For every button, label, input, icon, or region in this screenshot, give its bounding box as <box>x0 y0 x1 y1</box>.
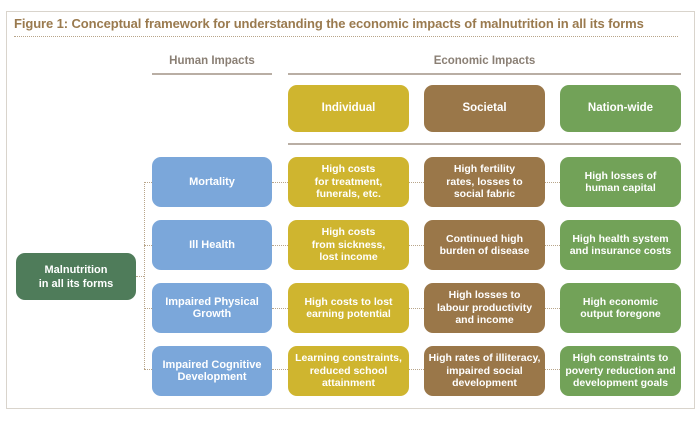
header-economic-rule <box>288 73 681 75</box>
row-connector <box>272 182 288 183</box>
column-societal: Societal <box>424 85 545 132</box>
title-divider <box>14 36 678 37</box>
human-impact-mortality: Mortality <box>152 157 272 207</box>
row-connector <box>409 182 424 183</box>
row-connector <box>545 245 560 246</box>
nation-wide-impact: High economic output foregone <box>560 283 681 333</box>
figure-frame <box>6 11 695 409</box>
branch-connector <box>144 182 152 183</box>
row-connector <box>272 308 288 309</box>
column-nation-wide: Nation-wide <box>560 85 681 132</box>
figure-title: Figure 1: Conceptual framework for under… <box>14 16 644 31</box>
societal-impact: High fertility rates, losses to social f… <box>424 157 545 207</box>
root-malnutrition: Malnutrition in all its forms <box>16 253 136 300</box>
societal-impact: High losses to labour productivity and i… <box>424 283 545 333</box>
row-connector <box>545 308 560 309</box>
branch-connector <box>144 308 152 309</box>
individual-impact: High costs for treatment, funerals, etc. <box>288 157 409 207</box>
header-human-impacts: Human Impacts <box>169 55 255 67</box>
row-connector <box>272 369 288 370</box>
row-connector <box>545 369 560 370</box>
root-connector <box>136 276 144 277</box>
nation-wide-impact: High constraints to poverty reduction an… <box>560 346 681 396</box>
branch-connector <box>144 369 152 370</box>
header-human-rule <box>152 73 272 75</box>
row-connector <box>409 308 424 309</box>
individual-impact: High costs from sickness, lost income <box>288 220 409 270</box>
individual-impact: High costs to lost earning potential <box>288 283 409 333</box>
human-impact-physical-growth: Impaired Physical Growth <box>152 283 272 333</box>
human-impact-ill-health: Ill Health <box>152 220 272 270</box>
nation-wide-impact: High losses of human capital <box>560 157 681 207</box>
tree-connector-vertical <box>144 182 145 369</box>
societal-impact: Continued high burden of disease <box>424 220 545 270</box>
row-connector <box>409 369 424 370</box>
nation-wide-impact: High health system and insurance costs <box>560 220 681 270</box>
branch-connector <box>144 245 152 246</box>
header-economic-impacts: Economic Impacts <box>433 55 536 67</box>
column-individual: Individual <box>288 85 409 132</box>
row-connector <box>409 245 424 246</box>
human-impact-cognitive-development: Impaired Cognitive Development <box>152 346 272 396</box>
row-connector <box>272 245 288 246</box>
row-connector <box>545 182 560 183</box>
individual-impact: Learning constraints, reduced school att… <box>288 346 409 396</box>
societal-impact: High rates of illiteracy, impaired socia… <box>424 346 545 396</box>
column-divider <box>288 143 681 145</box>
